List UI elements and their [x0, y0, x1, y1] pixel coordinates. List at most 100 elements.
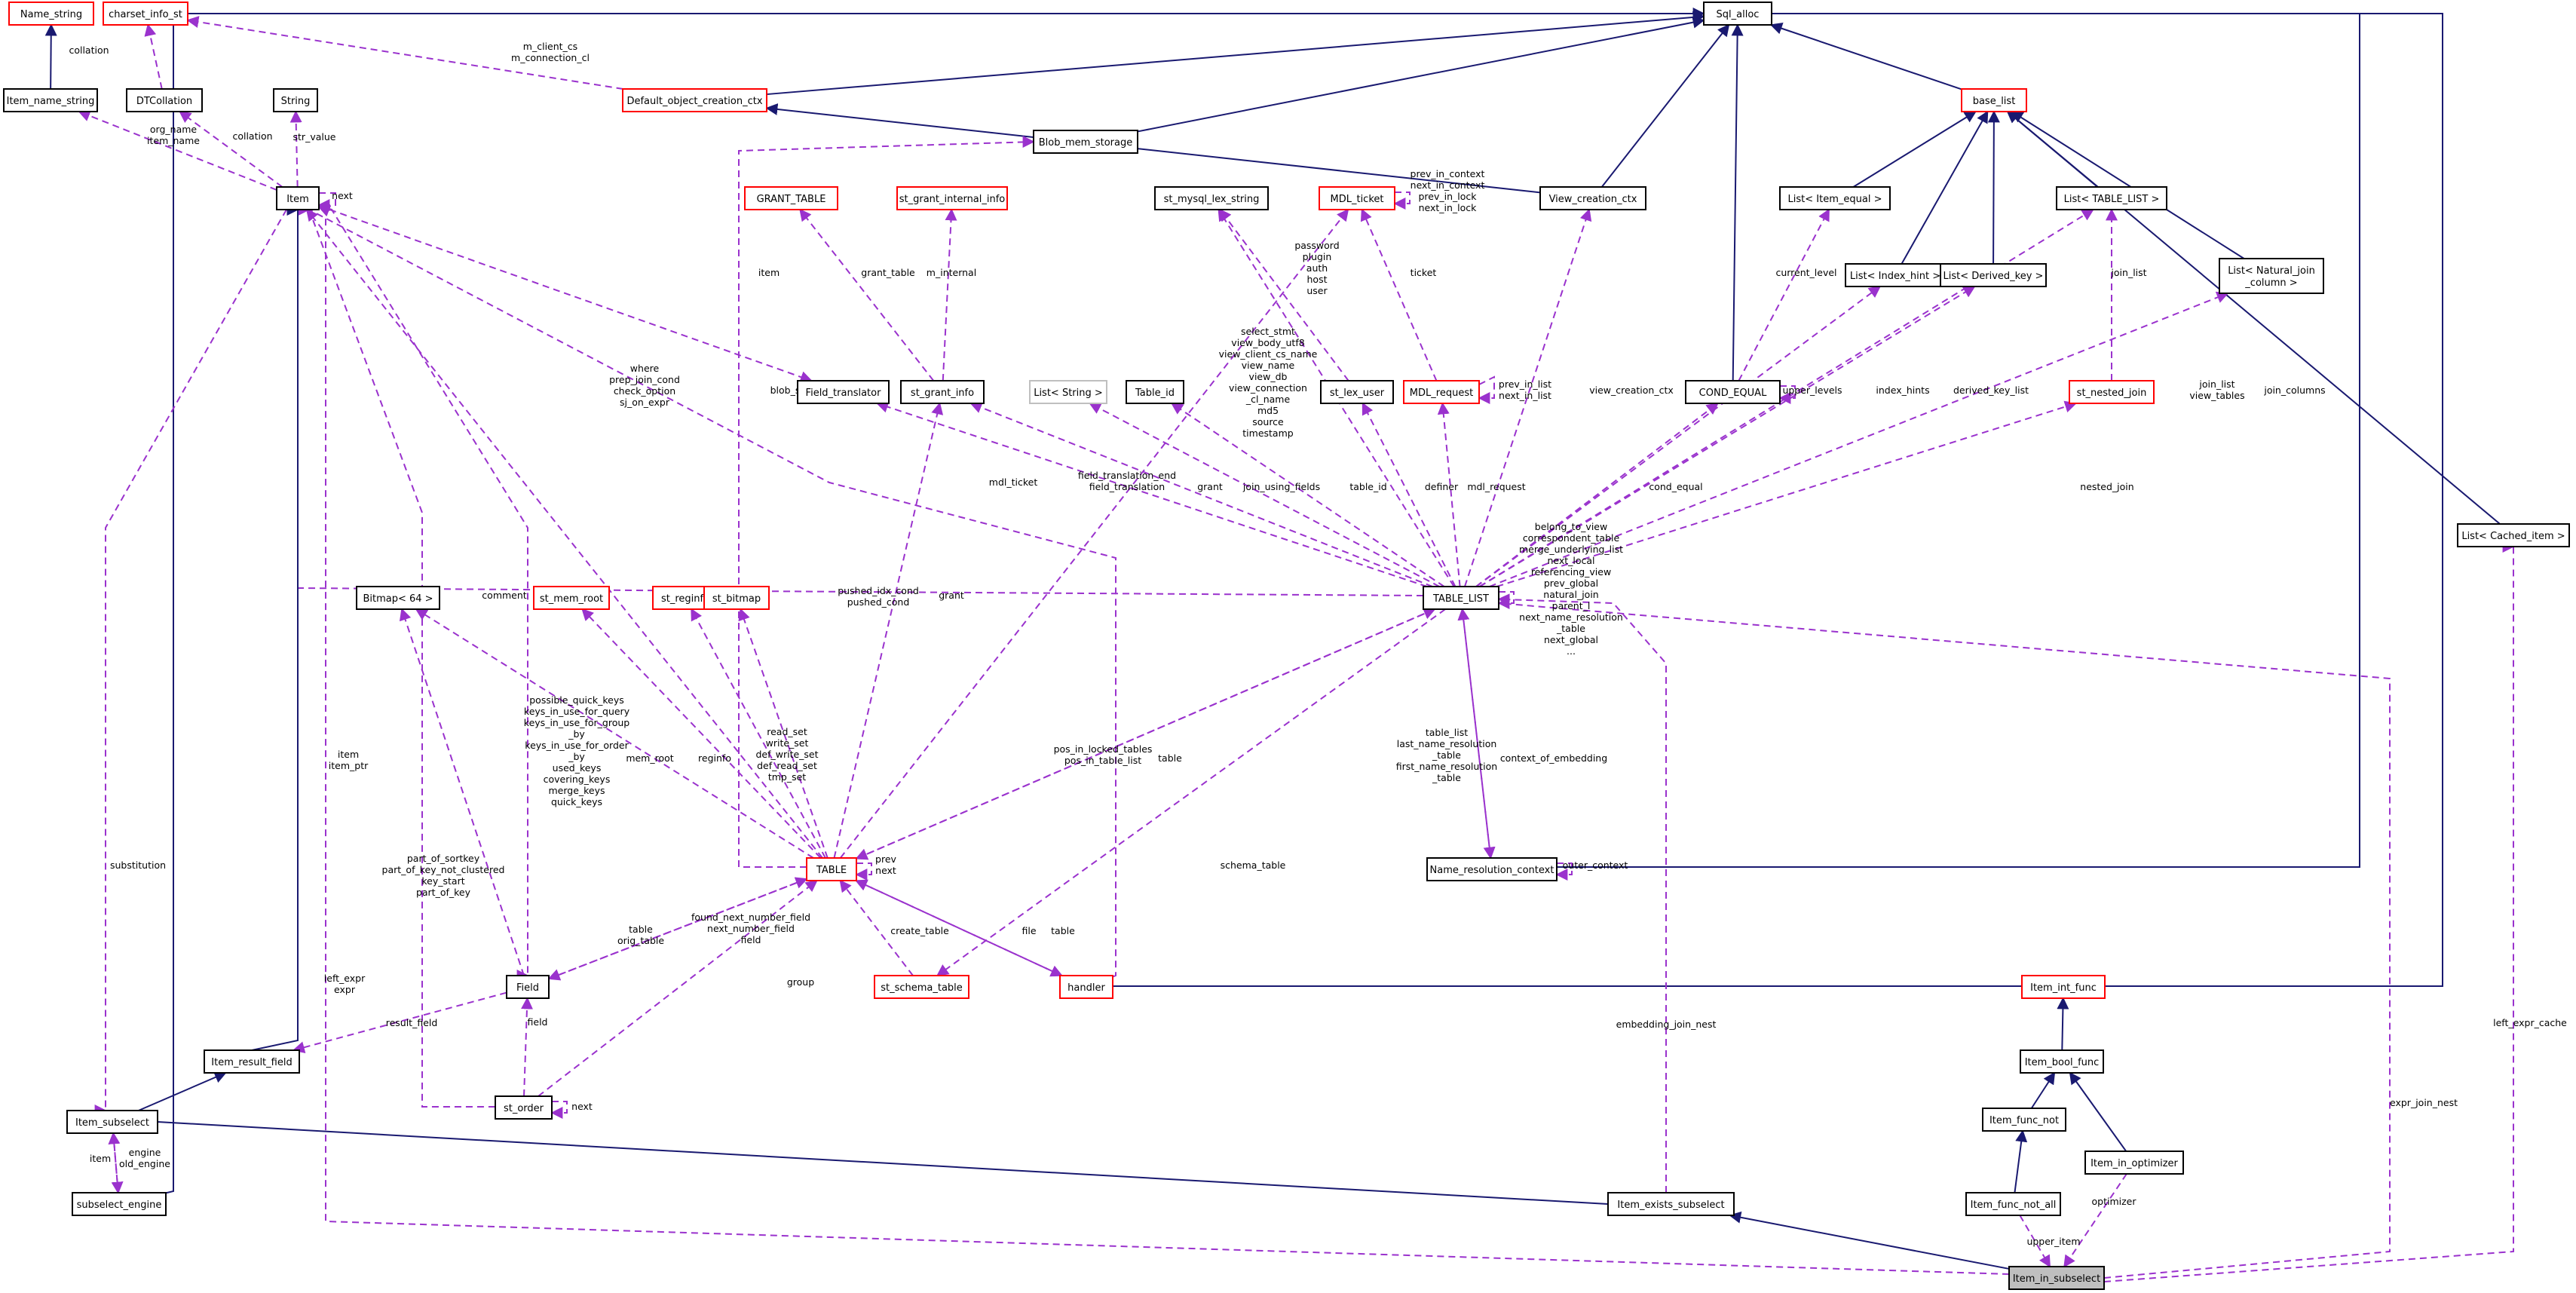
edge-label: definer: [1425, 481, 1459, 492]
usage-edge-MDL_request-MDL_request: [1478, 375, 1495, 404]
class-node-charset-info-st[interactable]: charset_info_st: [103, 2, 188, 26]
class-node-item-result-field[interactable]: Item_result_field: [204, 1049, 300, 1074]
class-node-field-translator[interactable]: Field_translator: [797, 380, 890, 404]
usage-edge-Blob_mem_storage-TABLE: [738, 136, 1035, 868]
edge-label: view_creation_ctx: [1589, 385, 1674, 396]
edge-label: next: [332, 190, 353, 201]
class-node-list-table-list[interactable]: List< TABLE_LIST >: [2056, 186, 2167, 210]
class-node-list-cached-item[interactable]: List< Cached_item >: [2457, 523, 2570, 547]
class-node-st-bitmap[interactable]: st_bitmap: [703, 586, 770, 610]
usage-edge-TABLE_LIST-Item_in_subselect: [1497, 598, 2391, 1279]
class-node-dtcollation[interactable]: DTCollation: [126, 88, 203, 112]
edge-label: schema_table: [1221, 859, 1286, 871]
class-node-field[interactable]: Field: [506, 975, 550, 999]
class-node-mdl-ticket[interactable]: MDL_ticket: [1319, 186, 1395, 210]
class-node-item-subselect[interactable]: Item_subselect: [66, 1110, 158, 1134]
usage-edge-Table_id-TABLE_LIST: [1170, 403, 1445, 587]
class-node-label: TABLE_LIST: [1432, 593, 1489, 605]
class-node-list-natural-join[interactable]: List< Natural_join_column >: [2219, 258, 2324, 294]
edge-label: comment: [482, 590, 526, 601]
class-node-subselect-engine[interactable]: subselect_engine: [72, 1192, 167, 1216]
class-node-label: List< String >: [1034, 388, 1103, 399]
class-node-grant-table[interactable]: GRANT_TABLE: [744, 186, 838, 210]
class-node-blob-mem-storage[interactable]: Blob_mem_storage: [1033, 130, 1138, 154]
class-node-item-int-func[interactable]: Item_int_func: [2021, 975, 2106, 999]
class-node-item-func-not[interactable]: Item_func_not: [1982, 1108, 2066, 1132]
class-node-st-order[interactable]: st_order: [495, 1095, 553, 1120]
edge-label: upper_item: [2026, 1236, 2080, 1247]
class-node-st-mysql-lex-string[interactable]: st_mysql_lex_string: [1154, 186, 1269, 210]
edge-label: mem_root: [626, 752, 673, 764]
edge-label: item: [758, 267, 780, 278]
class-node-label: Item_result_field: [211, 1057, 292, 1068]
edge-label: embedding_join_nest: [1616, 1019, 1717, 1030]
class-node-st-lex-user[interactable]: st_lex_user: [1320, 380, 1394, 404]
usage-edge-GRANT_TABLE-st_grant_info: [799, 208, 935, 381]
class-node-item[interactable]: Item: [276, 186, 320, 210]
usage-edge-Bitmap_64-Field: [399, 608, 525, 976]
class-node-cond-equal[interactable]: COND_EQUAL: [1685, 380, 1781, 404]
class-node-bitmap-64[interactable]: Bitmap< 64 >: [356, 586, 440, 610]
class-node-table-list[interactable]: TABLE_LIST: [1423, 586, 1499, 610]
class-node-default-object-creation-ctx[interactable]: Default_object_creation_ctx: [622, 88, 767, 112]
class-node-item-func-not-all[interactable]: Item_func_not_all: [1965, 1192, 2061, 1216]
class-node-label: Blob_mem_storage: [1039, 137, 1132, 149]
class-node-label: MDL_request: [1410, 388, 1473, 399]
class-node-handler[interactable]: handler: [1059, 975, 1113, 999]
class-node-table[interactable]: TABLE: [806, 857, 857, 881]
class-node-item-bool-func[interactable]: Item_bool_func: [2020, 1049, 2104, 1074]
usage-edge-String-Item: [289, 110, 302, 188]
class-node-st-schema-table[interactable]: st_schema_table: [874, 975, 969, 999]
usage-edge-MDL_ticket-MDL_request: [1360, 208, 1438, 381]
class-node-table-id[interactable]: Table_id: [1126, 380, 1184, 404]
usage-edge-Field-st_order: [520, 997, 533, 1097]
class-node-st-mem-root[interactable]: st_mem_root: [533, 586, 610, 610]
class-node-sql-alloc[interactable]: Sql_alloc: [1703, 2, 1772, 26]
class-node-label: TABLE: [816, 865, 847, 876]
class-node-name-string[interactable]: Name_string: [8, 2, 94, 26]
class-node-item-in-subselect[interactable]: Item_in_subselect: [2008, 1266, 2105, 1290]
class-node-st-grant-info[interactable]: st_grant_info: [900, 380, 985, 404]
class-node-list-derived-key[interactable]: List< Derived_key >: [1940, 263, 2047, 287]
inheritance-edge-Sql_alloc-Name_resolution_context: [1557, 8, 2360, 868]
class-node-item-exists-subselect[interactable]: Item_exists_subselect: [1607, 1192, 1735, 1216]
usage-edge-Item_in_subselect-Item_in_optimizer: [2063, 1173, 2127, 1268]
class-node-view-creation-ctx[interactable]: View_creation_ctx: [1539, 186, 1646, 210]
class-node-list-item-equal[interactable]: List< Item_equal >: [1779, 186, 1891, 210]
class-node-name-resolution-context[interactable]: Name_resolution_context: [1426, 857, 1558, 881]
class-node-item-name-string[interactable]: Item_name_string: [3, 88, 98, 112]
class-node-string[interactable]: String: [273, 88, 318, 112]
usage-edge-COND_EQUAL-COND_EQUAL: [1778, 385, 1796, 404]
usage-edge-st_lex_user-TABLE_LIST: [1362, 402, 1456, 587]
class-node-mdl-request[interactable]: MDL_request: [1403, 380, 1480, 404]
class-node-label: st_mem_root: [540, 593, 603, 605]
class-node-base-list[interactable]: base_list: [1961, 88, 2027, 112]
class-node-item-in-optimizer[interactable]: Item_in_optimizer: [2084, 1151, 2184, 1175]
usage-edge-Item_name_string-Item: [78, 109, 277, 191]
edge-label: current_level: [1775, 267, 1836, 278]
class-node-st-grant-internal-info[interactable]: st_grant_internal_info: [896, 186, 1008, 210]
class-node-st-nested-join[interactable]: st_nested_join: [2069, 380, 2155, 404]
edge-label: str_value: [293, 131, 336, 142]
usage-edge-MDL_ticket-MDL_ticket: [1393, 191, 1411, 210]
usage-edge-View_creation_ctx-TABLE_LIST: [1464, 208, 1592, 587]
edge-label: table: [1051, 925, 1075, 936]
class-node-list-index-hint[interactable]: List< Index_hint >: [1845, 263, 1946, 287]
class-node-label: Item_subselect: [75, 1117, 149, 1129]
nodes-layer: Sql_alloc Name_string charset_info_stItem_…: [3, 2, 2570, 1290]
class-node-label: Default_object_creation_ctx: [626, 96, 762, 107]
usage-edge-Bitmap_64-TABLE: [415, 608, 814, 859]
edge-label: reginfo: [698, 752, 731, 764]
usage-edge-Item-handler: [308, 209, 1116, 978]
edge-label: create_table: [890, 925, 949, 936]
class-node-label: base_list: [1973, 96, 2016, 107]
class-node-list-string[interactable]: List< String >: [1029, 380, 1107, 404]
class-node-label: Field: [516, 982, 539, 994]
